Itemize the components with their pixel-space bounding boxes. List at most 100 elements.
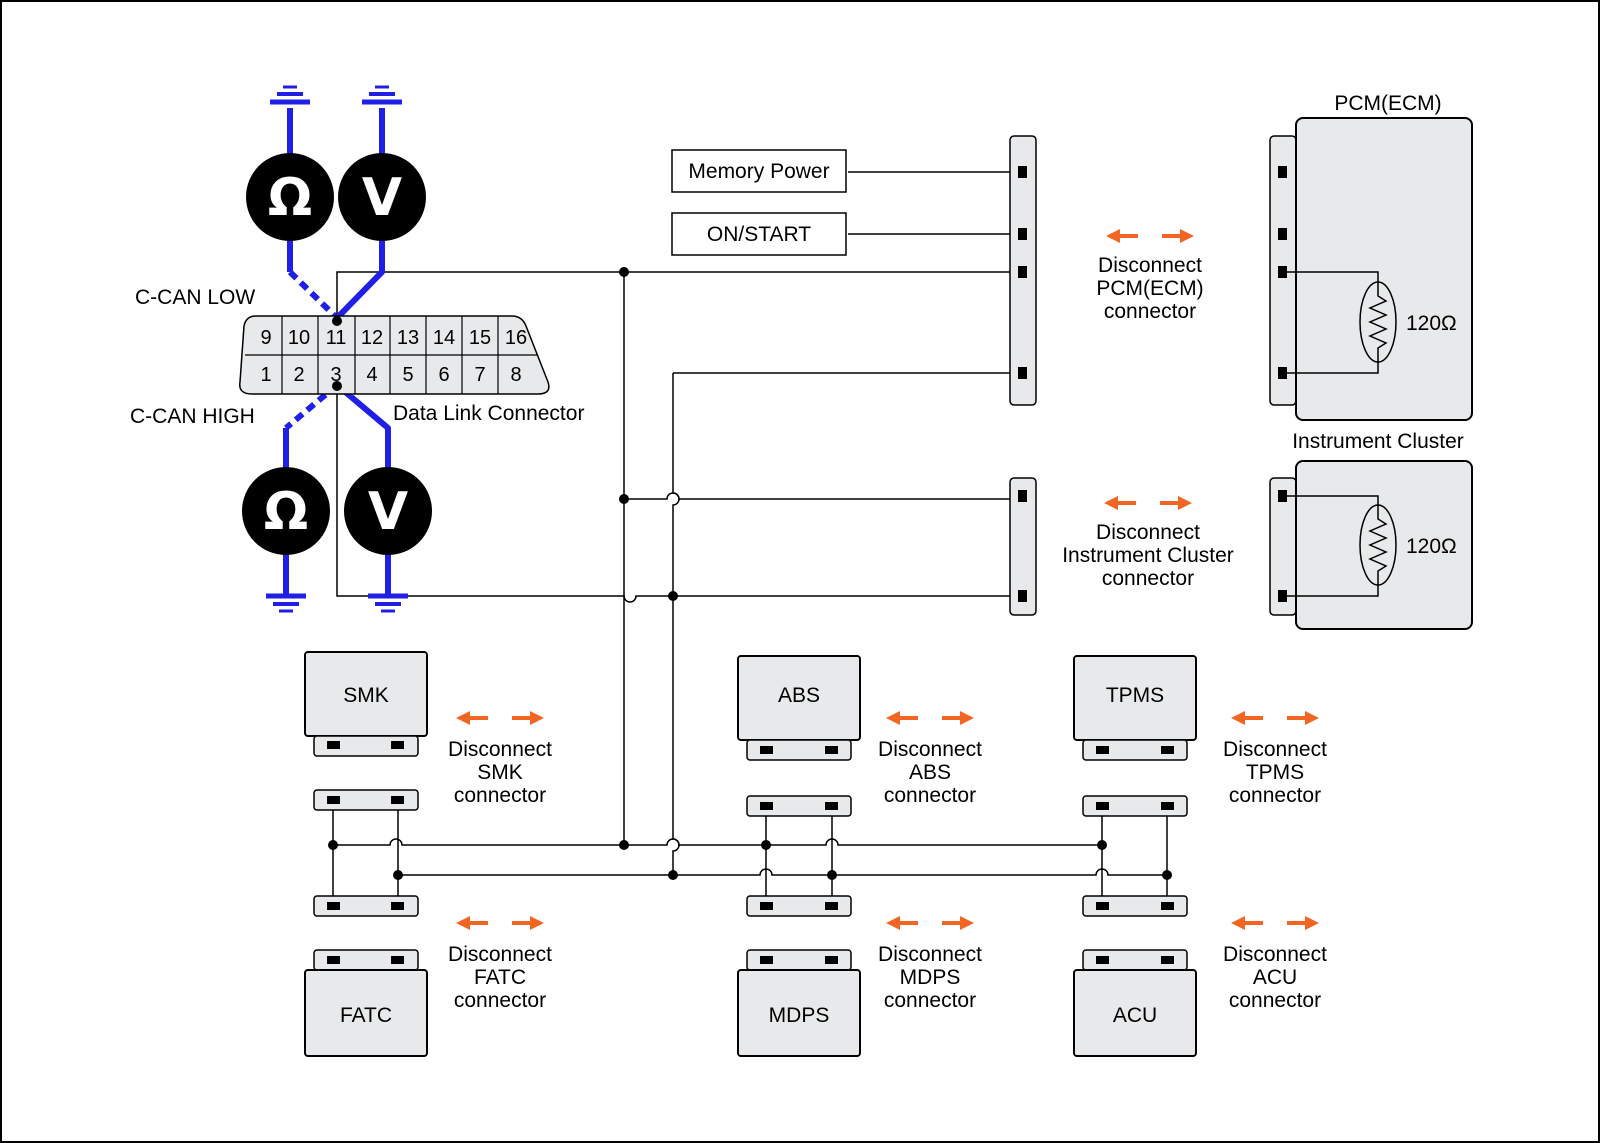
on-start-box: ON/START xyxy=(671,212,847,256)
acu-disconnect-text: Disconnect ACU connector xyxy=(1223,943,1327,1012)
svg-text:connector: connector xyxy=(884,784,976,807)
pcm-module: 120Ω xyxy=(1269,117,1473,421)
mdps-label: MDPS xyxy=(769,1004,830,1027)
svg-text:Disconnect: Disconnect xyxy=(878,738,982,761)
volt-symbol: V xyxy=(368,482,408,542)
can-low-label: C-CAN LOW xyxy=(135,286,255,309)
smk-harness-connector xyxy=(313,789,419,811)
fatc-disconnect-text: Disconnect FATC connector xyxy=(448,943,552,1012)
svg-text:Disconnect: Disconnect xyxy=(1223,738,1327,761)
abs-harness-connector xyxy=(746,795,852,817)
ohmmeter-top: Ω xyxy=(246,153,334,241)
dlc-pin-9: 9 xyxy=(260,327,271,349)
smk-disconnect-text: Disconnect SMK connector xyxy=(448,738,552,807)
abs-label: ABS xyxy=(778,684,820,707)
acu-label: ACU xyxy=(1113,1004,1157,1027)
dlc-pin-2: 2 xyxy=(293,364,304,386)
can-high-label: C-CAN HIGH xyxy=(130,405,255,428)
cluster-resistor-label: 120Ω xyxy=(1406,535,1457,558)
fatc-disconnect-arrow xyxy=(454,914,546,932)
can-wiring xyxy=(328,171,1172,906)
smk-label: SMK xyxy=(343,684,389,707)
pcm-harness-connector xyxy=(1009,135,1037,406)
acu-disconnect-arrow xyxy=(1229,914,1321,932)
cluster-title: Instrument Cluster xyxy=(1292,430,1464,453)
dlc-pin-6: 6 xyxy=(438,364,449,386)
svg-text:TPMS: TPMS xyxy=(1246,761,1304,784)
mdps-disconnect-arrow xyxy=(884,914,976,932)
tpms-disconnect-arrow xyxy=(1229,709,1321,727)
dlc-pin-3: 3 xyxy=(330,364,341,386)
dlc-pin-14: 14 xyxy=(433,327,455,349)
svg-text:Disconnect: Disconnect xyxy=(878,943,982,966)
svg-text:ACU: ACU xyxy=(1253,966,1297,989)
mdps-module: MDPS xyxy=(737,949,861,1057)
mdps-harness-connector xyxy=(746,895,852,917)
svg-text:PCM(ECM): PCM(ECM) xyxy=(1096,277,1203,300)
svg-text:connector: connector xyxy=(1229,784,1321,807)
on-start-label: ON/START xyxy=(707,223,811,246)
tpms-harness-connector xyxy=(1082,795,1188,817)
dlc-pin-5: 5 xyxy=(402,364,413,386)
probe-wiring xyxy=(266,87,408,611)
svg-text:SMK: SMK xyxy=(477,761,523,784)
svg-text:connector: connector xyxy=(454,989,546,1012)
dlc-pin-4: 4 xyxy=(366,364,377,386)
pcm-title: PCM(ECM) xyxy=(1334,92,1441,115)
ohm-symbol: Ω xyxy=(264,482,308,542)
tpms-module: TPMS xyxy=(1073,655,1197,761)
pcm-disconnect-text: Disconnect PCM(ECM) connector xyxy=(1096,254,1203,323)
dlc-pin-13: 13 xyxy=(397,327,419,349)
dlc-pin-1: 1 xyxy=(260,364,271,386)
svg-text:Instrument Cluster: Instrument Cluster xyxy=(1062,544,1234,567)
volt-symbol: V xyxy=(362,168,402,228)
memory-power-label: Memory Power xyxy=(688,160,829,183)
mdps-disconnect-text: Disconnect MDPS connector xyxy=(878,943,982,1012)
pcm-disconnect-arrow xyxy=(1104,227,1196,245)
dlc-pin-10: 10 xyxy=(288,327,310,349)
voltmeter-bottom: V xyxy=(344,467,432,555)
dlc-pin-15: 15 xyxy=(469,327,491,349)
data-link-connector: 9 10 11 12 13 14 15 16 1 2 3 4 5 6 7 8 xyxy=(239,315,550,395)
dlc-pin-16: 16 xyxy=(505,327,527,349)
fatc-harness-connector xyxy=(313,895,419,917)
cluster-disconnect-text: Disconnect Instrument Cluster connector xyxy=(1062,521,1234,590)
cluster-disconnect-arrow xyxy=(1102,494,1194,512)
acu-harness-connector xyxy=(1082,895,1188,917)
svg-text:MDPS: MDPS xyxy=(900,966,961,989)
cluster-module: 120Ω xyxy=(1269,460,1473,630)
ohm-symbol: Ω xyxy=(268,168,312,228)
dlc-label: Data Link Connector xyxy=(393,402,584,425)
dlc-pin-8: 8 xyxy=(510,364,521,386)
memory-power-box: Memory Power xyxy=(671,149,847,193)
fatc-label: FATC xyxy=(340,1004,392,1027)
dlc-pin-11: 11 xyxy=(326,327,347,349)
abs-disconnect-arrow xyxy=(884,709,976,727)
svg-text:connector: connector xyxy=(1102,567,1194,590)
ohmmeter-bottom: Ω xyxy=(242,467,330,555)
svg-text:Disconnect: Disconnect xyxy=(448,738,552,761)
abs-disconnect-text: Disconnect ABS connector xyxy=(878,738,982,807)
tpms-disconnect-text: Disconnect TPMS connector xyxy=(1223,738,1327,807)
tpms-label: TPMS xyxy=(1106,684,1164,707)
svg-text:FATC: FATC xyxy=(474,966,526,989)
svg-text:ABS: ABS xyxy=(909,761,951,784)
acu-module: ACU xyxy=(1073,949,1197,1057)
svg-text:connector: connector xyxy=(1104,300,1196,323)
abs-module: ABS xyxy=(737,655,861,761)
fatc-module: FATC xyxy=(304,949,428,1057)
voltmeter-top: V xyxy=(338,153,426,241)
svg-text:Disconnect: Disconnect xyxy=(1098,254,1202,277)
svg-text:Disconnect: Disconnect xyxy=(1223,943,1327,966)
svg-text:connector: connector xyxy=(454,784,546,807)
smk-module: SMK xyxy=(304,651,428,757)
dlc-pin-12: 12 xyxy=(361,327,383,349)
svg-text:connector: connector xyxy=(1229,989,1321,1012)
svg-text:Disconnect: Disconnect xyxy=(1096,521,1200,544)
smk-disconnect-arrow xyxy=(454,709,546,727)
dlc-pin-7: 7 xyxy=(474,364,485,386)
svg-text:Disconnect: Disconnect xyxy=(448,943,552,966)
cluster-harness-connector xyxy=(1009,477,1037,616)
